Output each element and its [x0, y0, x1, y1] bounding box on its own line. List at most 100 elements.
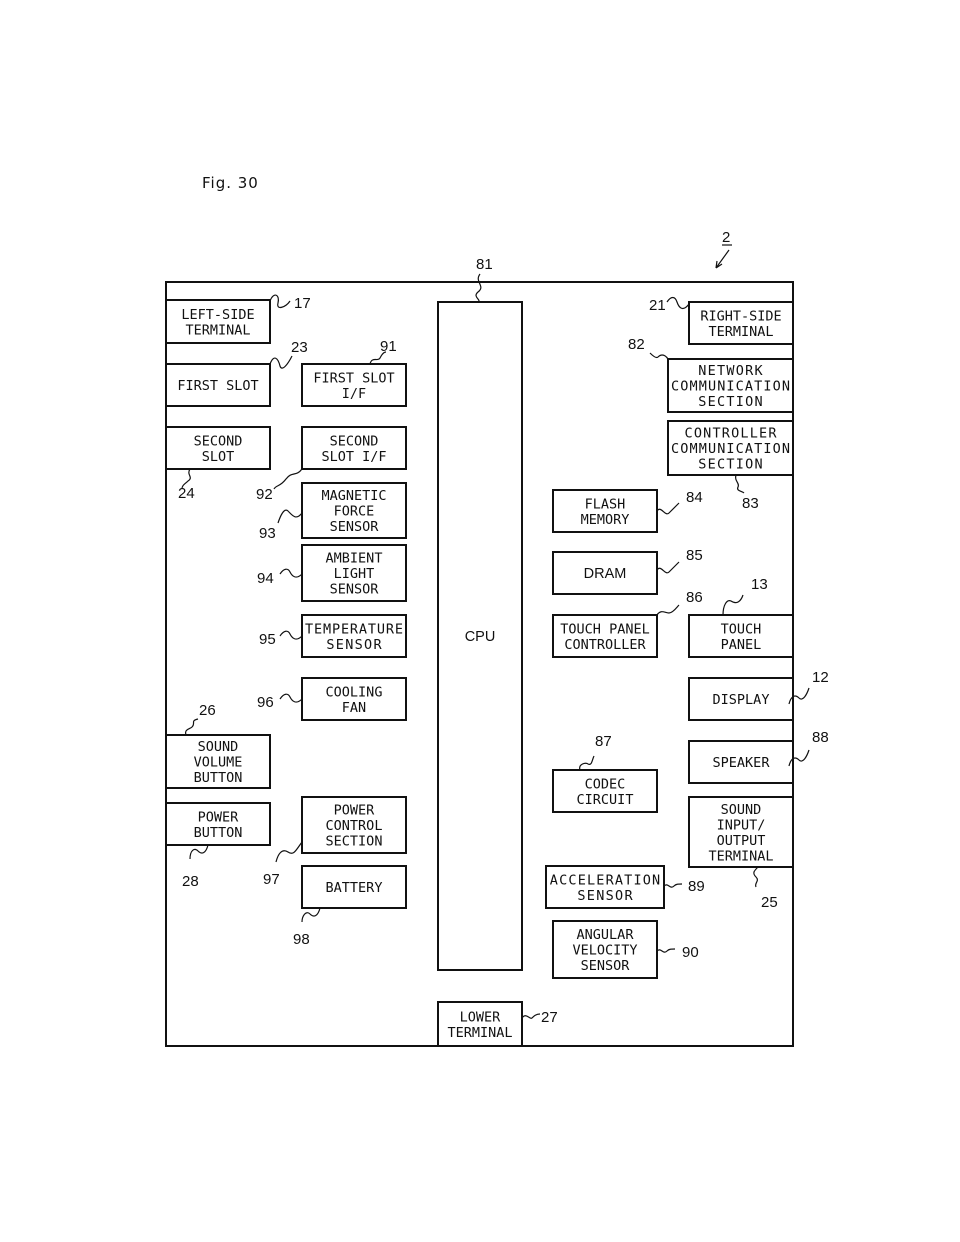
- block-box: [552, 614, 658, 658]
- block-box: [552, 489, 658, 533]
- block-label-line: I/F: [342, 386, 366, 402]
- block-box: [301, 482, 407, 539]
- block-label-line: RIGHT-SIDE: [700, 308, 781, 324]
- block-box: [688, 796, 794, 868]
- reference-number-13: 13: [751, 576, 768, 593]
- leader-squiggle: [656, 604, 680, 616]
- block-label-line: NETWORK: [698, 363, 763, 379]
- block-box: [165, 802, 271, 846]
- block-box: [301, 865, 407, 909]
- reference-number-85: 85: [686, 547, 703, 564]
- block-label-line: LEFT-SIDE: [181, 307, 254, 323]
- block-box: [688, 677, 794, 721]
- block-label-line: SOUND: [721, 802, 762, 818]
- block-box: [165, 299, 271, 344]
- block-cpu: CPU: [437, 301, 523, 971]
- block-label-line: LOWER: [460, 1009, 502, 1025]
- leader-squiggle: [656, 502, 680, 515]
- block-label-line: FORCE: [334, 504, 375, 520]
- block-label-line: BUTTON: [194, 770, 243, 786]
- leader-squiggle: [475, 273, 482, 303]
- block-label-line: INPUT/: [717, 817, 766, 833]
- block-box: [667, 420, 794, 476]
- block-label-line: TERMINAL: [708, 848, 773, 864]
- block-label-line: SECTION: [326, 834, 383, 850]
- reference-number-84: 84: [686, 489, 703, 506]
- block-label-line: DISPLAY: [713, 692, 770, 708]
- device-reference-number: 2: [722, 229, 730, 246]
- reference-number-12: 12: [812, 669, 829, 686]
- leader-squiggle: [269, 355, 293, 369]
- leader-squiggle: [649, 352, 669, 360]
- block-label-line: TERMINAL: [708, 324, 773, 340]
- block-box: [667, 358, 794, 413]
- block-label-line: CIRCUIT: [577, 792, 634, 808]
- reference-number-90: 90: [682, 944, 699, 961]
- block-box: [688, 301, 794, 345]
- leader-squiggle: [666, 296, 690, 310]
- block-display: DISPLAY: [688, 677, 794, 721]
- block-label-line: CONTROLLER: [564, 637, 646, 653]
- block-label-line: BATTERY: [326, 880, 383, 896]
- reference-number-25: 25: [761, 894, 778, 911]
- block-box: [437, 1001, 523, 1047]
- block-box: [165, 734, 271, 789]
- block-label-line: SENSOR: [581, 958, 631, 974]
- leader-squiggle: [275, 841, 303, 863]
- leader-squiggle: [189, 844, 209, 860]
- leader-squiggle: [279, 630, 303, 640]
- reference-number-86: 86: [686, 589, 703, 606]
- block-label-line: OUTPUT: [717, 833, 766, 849]
- leader-squiggle: [279, 693, 303, 703]
- block-label-line: POWER: [198, 809, 240, 825]
- reference-number-83: 83: [742, 495, 759, 512]
- block-label-line: MAGNETIC: [321, 488, 386, 504]
- reference-number-98: 98: [293, 931, 310, 948]
- leader-squiggle: [181, 468, 191, 490]
- block-box: [301, 544, 407, 602]
- block-box: [301, 363, 407, 407]
- reference-number-81: 81: [476, 256, 493, 273]
- reference-number-93: 93: [259, 525, 276, 542]
- block-label-line: FLASH: [585, 496, 626, 512]
- reference-number-82: 82: [628, 336, 645, 353]
- reference-number-94: 94: [257, 570, 274, 587]
- block-label-line: FAN: [342, 700, 366, 716]
- block-box: [165, 426, 271, 470]
- reference-number-89: 89: [688, 878, 705, 895]
- leader-squiggle: [579, 755, 595, 771]
- leader-squiggle: [663, 883, 683, 888]
- block-label-line: SENSOR: [330, 582, 380, 598]
- block-label-line: SLOT I/F: [321, 449, 386, 465]
- reference-number-28: 28: [182, 873, 199, 890]
- leader-squiggle: [734, 474, 745, 494]
- leader-squiggle: [722, 594, 744, 616]
- block-label-line: CONTROL: [326, 818, 383, 834]
- block-speaker: SPEAKER: [688, 740, 794, 784]
- leader-squiggle: [753, 866, 759, 888]
- leader-squiggle: [656, 948, 676, 953]
- block-box: [688, 740, 794, 784]
- block-label-line: SOUND: [198, 739, 239, 755]
- reference-number-97: 97: [263, 871, 280, 888]
- reference-number-27: 27: [541, 1009, 558, 1026]
- block-label-line: SLOT: [202, 449, 235, 465]
- block-label-line: TOUCH: [721, 621, 762, 637]
- leader-squiggle: [185, 718, 199, 736]
- leader-squiggle: [277, 509, 303, 524]
